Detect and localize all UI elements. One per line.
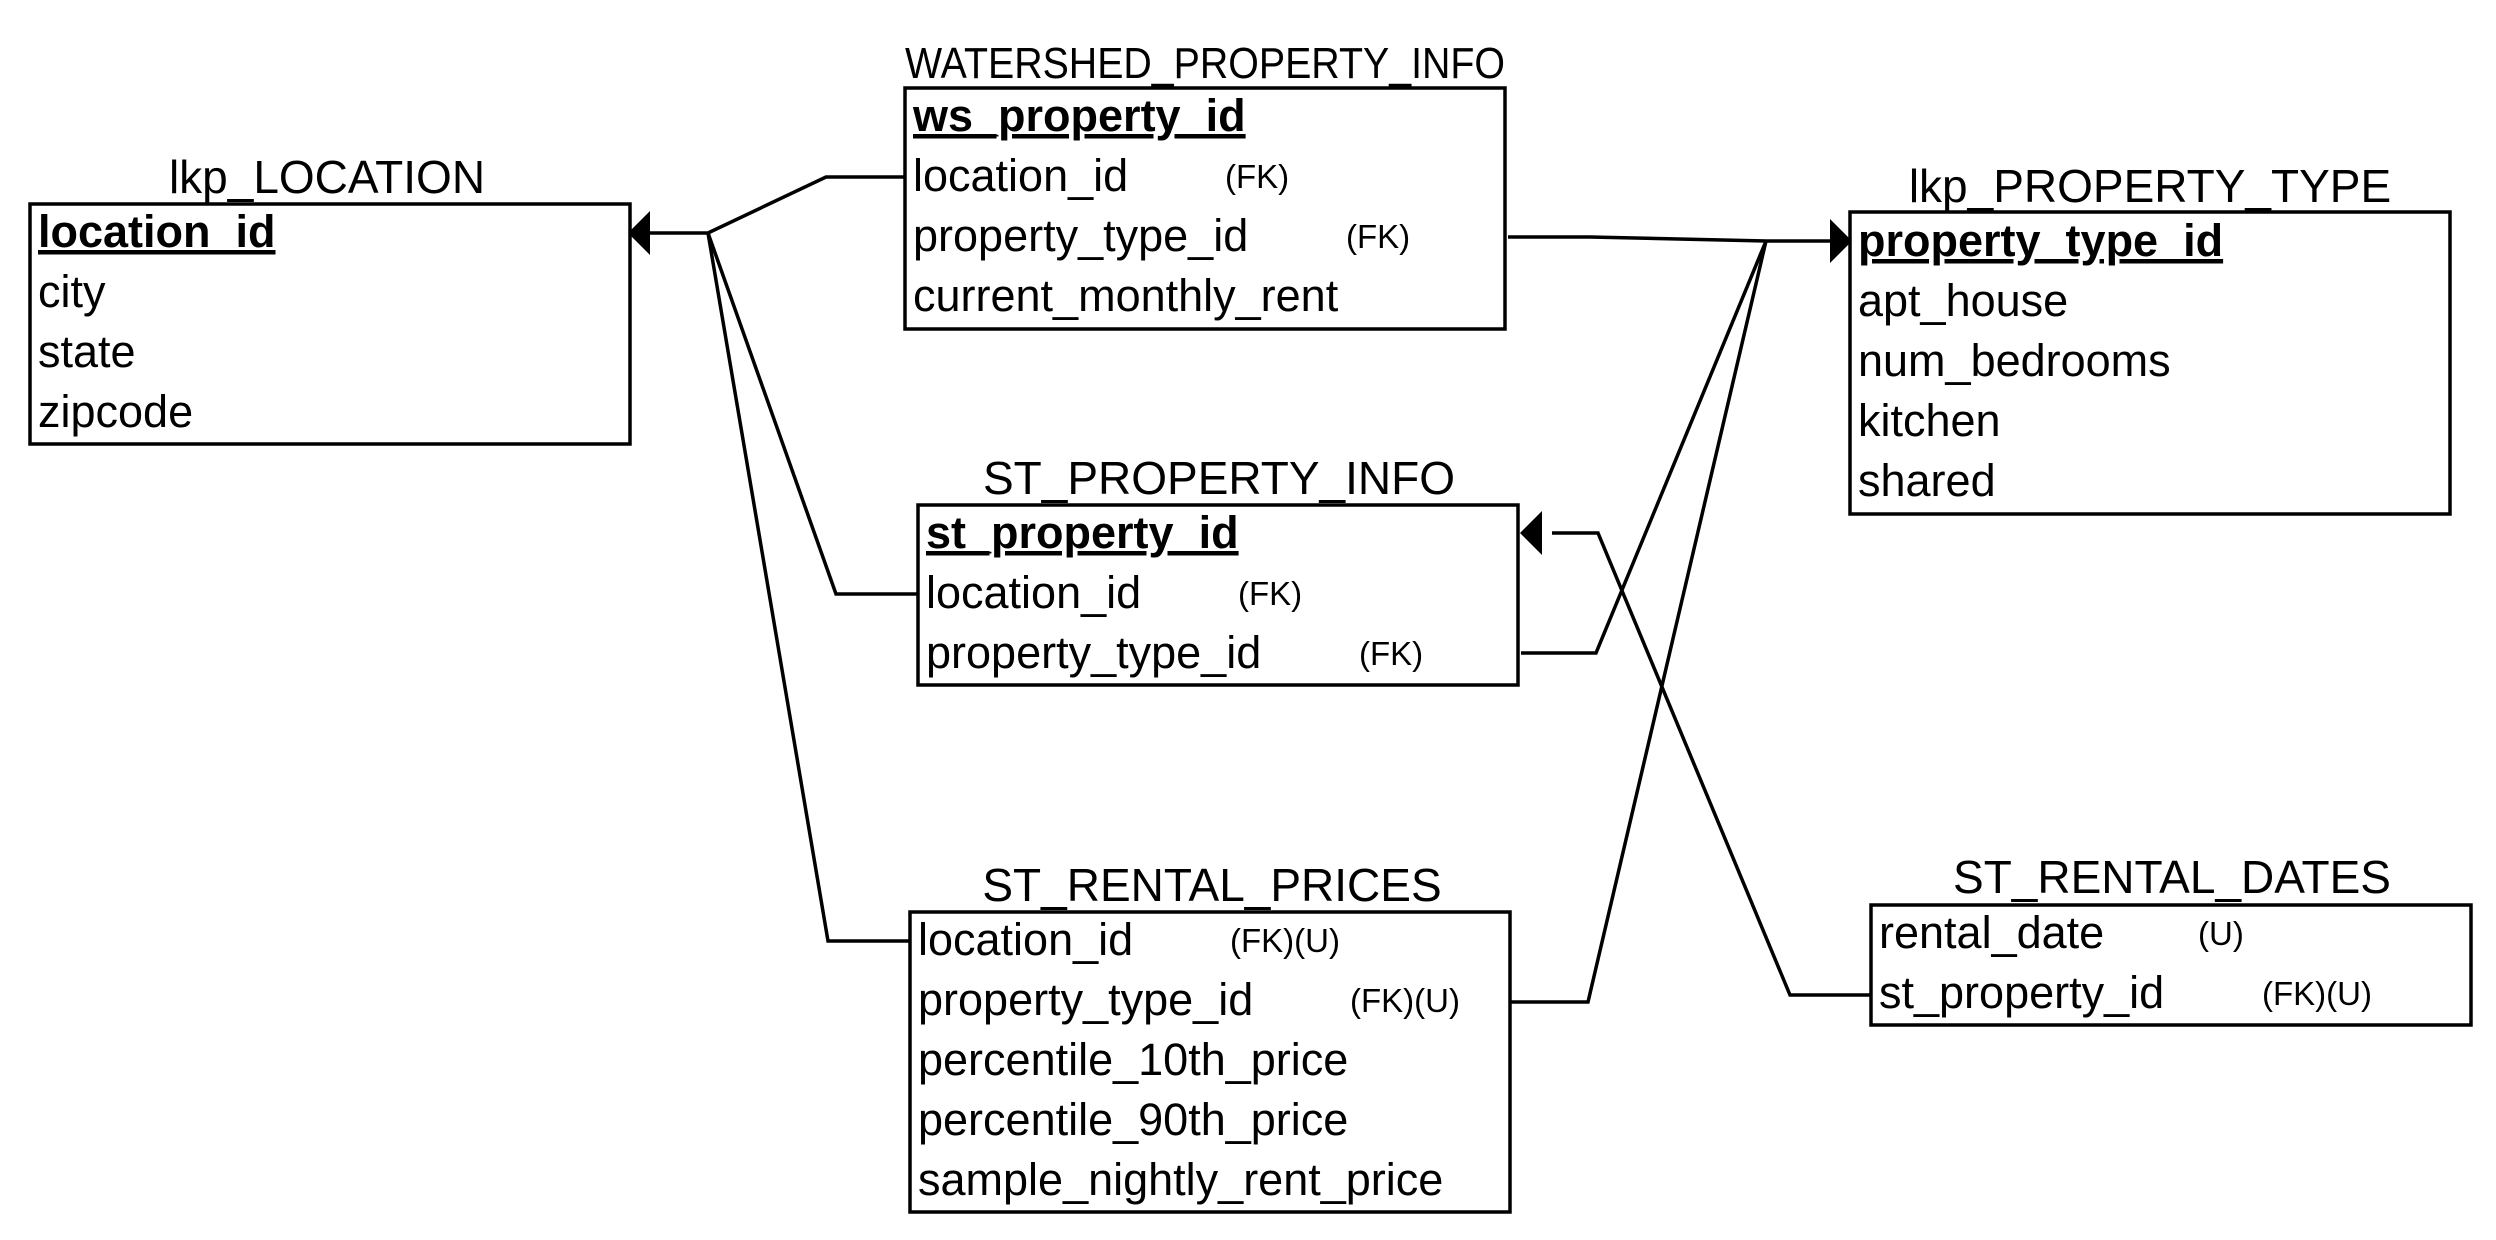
- field-name: property_type_id: [913, 210, 1248, 261]
- field-name: city: [38, 266, 106, 317]
- field-name: st_property_id: [926, 507, 1239, 558]
- field-name: location_id: [38, 206, 276, 257]
- field-name: num_bedrooms: [1858, 335, 2171, 386]
- table-lkp-location: lkp_LOCATION location_id city state zipc…: [28, 151, 632, 446]
- table-box: [1848, 210, 2452, 516]
- table-title: ST_RENTAL_DATES: [1953, 851, 2391, 903]
- field-name: current_monthly_rent: [913, 270, 1339, 321]
- arrow-to-location: [628, 211, 650, 255]
- field-name: apt_house: [1858, 275, 2068, 326]
- field-tag: (FK): [1225, 158, 1289, 195]
- table-title: ST_PROPERTY_INFO: [983, 452, 1455, 504]
- table-watershed-property-info: WATERSHED_PROPERTY_INFO ws_property_id l…: [903, 39, 1507, 331]
- rel-rp-ptype: [1508, 240, 1768, 1004]
- table-title: lkp_LOCATION: [169, 151, 485, 203]
- table-title: ST_RENTAL_PRICES: [982, 859, 1441, 911]
- field-name: location_id: [918, 914, 1133, 965]
- field-name: location_id: [913, 150, 1128, 201]
- field-name: property_type_id: [1858, 215, 2223, 266]
- field-tag: (FK): [1359, 635, 1423, 672]
- field-name: rental_date: [1879, 907, 2104, 958]
- table-lkp-property-type: lkp_PROPERTY_TYPE property_type_id apt_h…: [1848, 160, 2452, 516]
- rel-st-location: [706, 232, 918, 596]
- table-st-rental-dates: ST_RENTAL_DATES rental_date (U) st_prope…: [1869, 851, 2473, 1027]
- field-tag: (FK)(U): [1350, 982, 1460, 1019]
- field-tag: (U): [2198, 915, 2244, 952]
- field-name: st_property_id: [1879, 967, 2164, 1018]
- field-tag: (FK)(U): [2262, 975, 2372, 1012]
- field-name: percentile_90th_price: [918, 1094, 1348, 1145]
- rel-st-ptype: [1521, 240, 1768, 655]
- rel-ws-ptype: [1508, 235, 1830, 243]
- field-tag: (FK)(U): [1230, 922, 1340, 959]
- table-box: [1869, 903, 2473, 1027]
- table-box: [916, 503, 1520, 687]
- relationships: [628, 175, 1871, 1004]
- field-name: property_type_id: [926, 627, 1261, 678]
- field-tag: (FK): [1346, 218, 1410, 255]
- rel-dates-stprop: [1552, 531, 1871, 997]
- table-box: [28, 202, 632, 446]
- field-name: shared: [1858, 455, 1996, 506]
- table-st-property-info: ST_PROPERTY_INFO st_property_id location…: [916, 452, 1520, 687]
- field-name: kitchen: [1858, 395, 2001, 446]
- table-box: [903, 86, 1507, 331]
- arrow-to-st-property-info: [1520, 511, 1542, 555]
- table-title: WATERSHED_PROPERTY_INFO: [905, 39, 1505, 88]
- table-box: [908, 910, 1512, 1214]
- field-name: sample_nightly_rent_price: [918, 1154, 1443, 1205]
- arrow-to-property-type: [1830, 219, 1852, 263]
- field-name: ws_property_id: [912, 90, 1246, 141]
- field-name: property_type_id: [918, 974, 1253, 1025]
- rel-rp-location: [706, 232, 910, 943]
- table-st-rental-prices: ST_RENTAL_PRICES location_id (FK)(U) pro…: [908, 859, 1512, 1214]
- rel-ws-location: [640, 175, 904, 235]
- field-name: location_id: [926, 567, 1141, 618]
- field-name: zipcode: [38, 386, 193, 437]
- field-tag: (FK): [1238, 575, 1302, 612]
- table-title: lkp_PROPERTY_TYPE: [1909, 160, 2391, 212]
- field-name: percentile_10th_price: [918, 1034, 1348, 1085]
- field-name: state: [38, 326, 136, 377]
